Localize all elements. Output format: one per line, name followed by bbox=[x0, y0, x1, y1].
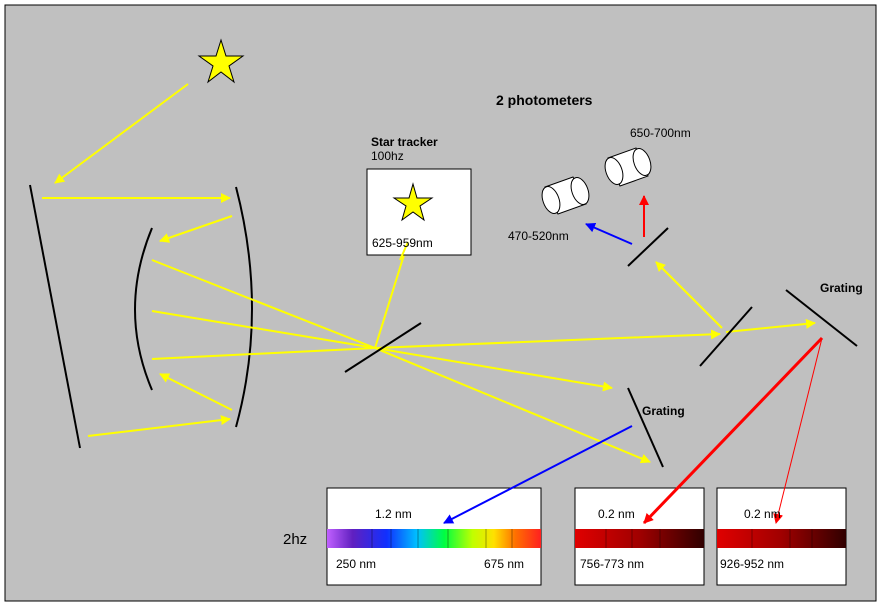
grating-label-main: Grating bbox=[820, 281, 863, 295]
primary-mirror bbox=[29, 184, 81, 449]
star-icon bbox=[392, 182, 434, 222]
spectrum-band-uv-vis bbox=[327, 529, 541, 548]
photometer-band-red: 650-700nm bbox=[630, 126, 691, 140]
photometer-cylinder-red bbox=[604, 147, 652, 187]
spectrum-2-range: 756-773 nm bbox=[580, 557, 645, 571]
star-tracker-band: 625-959nm bbox=[372, 236, 433, 250]
star-tracker-name: Star tracker bbox=[371, 135, 438, 149]
red-beam-spectrum-2 bbox=[773, 337, 823, 524]
optical-elements bbox=[344, 227, 858, 468]
star-tracker-rate: 100hz bbox=[371, 149, 404, 163]
blue-beam-spectrum bbox=[443, 425, 633, 524]
star-icon bbox=[197, 38, 245, 84]
spectrum-1-range-start: 250 nm bbox=[336, 557, 377, 571]
spectrum-3-range: 926-952 nm bbox=[720, 557, 785, 571]
photometer-band-blue: 470-520nm bbox=[508, 229, 569, 243]
grating-label-uv: Grating bbox=[642, 404, 685, 418]
spectrum-1-range-end: 675 nm bbox=[484, 557, 525, 571]
spectrum-2-resolution: 0.2 nm bbox=[598, 507, 635, 521]
spectrum-1-resolution: 1.2 nm bbox=[375, 507, 412, 521]
diagram-title: 2 photometers bbox=[496, 92, 593, 108]
spectrum-rate: 2hz bbox=[283, 531, 308, 548]
spectrum-band-oxygen-a bbox=[575, 529, 704, 548]
photometer-cylinder-blue bbox=[541, 176, 590, 215]
spectrum-3-resolution: 0.2 nm bbox=[744, 507, 781, 521]
inner-curved-mirror bbox=[134, 227, 153, 391]
star-tracker-beam bbox=[399, 241, 409, 261]
outer-curved-mirror bbox=[235, 186, 253, 428]
yellow-beams bbox=[42, 83, 816, 464]
spectrum-band-water bbox=[717, 529, 846, 548]
red-beam-spectrum-1 bbox=[642, 336, 824, 525]
blue-beam-photometer bbox=[585, 223, 633, 245]
spectrum-lines bbox=[371, 529, 813, 548]
